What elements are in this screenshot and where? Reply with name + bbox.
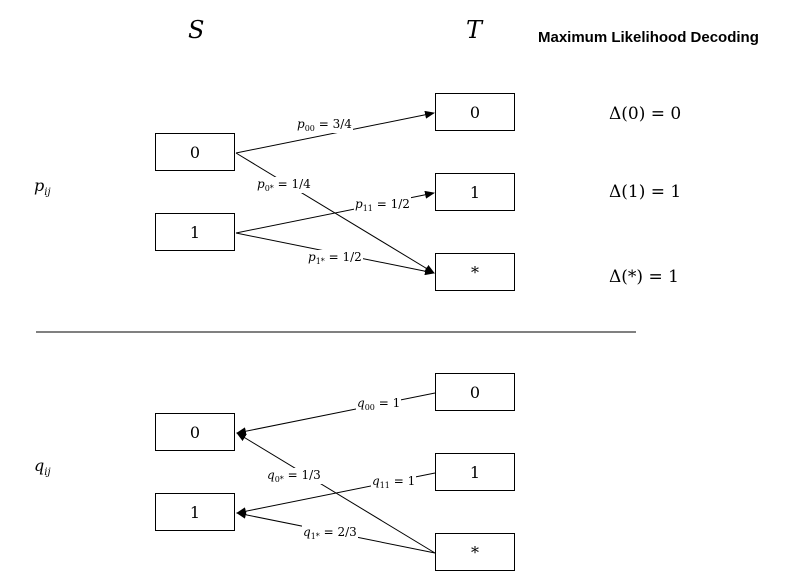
source-header: S	[188, 16, 205, 44]
edge-label-p00-val: = 3/4	[318, 117, 352, 131]
edge-label-p11-val: = 1/2	[376, 197, 410, 211]
edge-label-p11-sub: 11	[362, 204, 373, 213]
top-source-node-1: 1	[155, 213, 235, 251]
edge-label-q11: q11 = 1	[371, 474, 417, 490]
edge-label-q00-val: = 1	[378, 396, 401, 410]
bottom-target-node-0: 0	[435, 373, 515, 411]
edge-label-q00-sym: q	[357, 396, 365, 410]
decision-star: Δ(*) = 1	[609, 267, 679, 287]
edge-label-p1star-sub: 1*	[315, 257, 325, 266]
edge-label-p00-sub: 00	[304, 124, 315, 133]
edge-label-q0star-sym: q	[267, 468, 275, 482]
edge-label-q0star-val: = 1/3	[287, 468, 321, 482]
edge-label-q11-sub: 11	[379, 481, 390, 490]
bottom-source-node-0: 0	[155, 413, 235, 451]
bottom-target-node-1: 1	[435, 453, 515, 491]
edge-label-p11-sym: p	[355, 197, 363, 211]
decision-1: Δ(1) = 1	[609, 182, 682, 202]
edge-label-p00-sym: p	[297, 117, 305, 131]
edge-label-q0star: q0* = 1/3	[266, 468, 322, 484]
edge-label-q1star-val: = 2/3	[323, 525, 357, 539]
edge-label-p0star-sub: 0*	[264, 184, 274, 193]
edge-label-p0star-val: = 1/4	[277, 177, 311, 191]
target-header: T	[466, 16, 483, 44]
edge-label-p00: p00 = 3/4	[296, 117, 353, 133]
edge-label-p1star-sym: p	[308, 250, 316, 264]
decision-0: Δ(0) = 0	[609, 104, 682, 124]
diagram-title: Maximum Likelihood Decoding	[538, 29, 759, 46]
bottom-var-base: q	[34, 456, 45, 475]
edge-label-q0star-sub: 0*	[274, 475, 284, 484]
top-variable-label: pij	[34, 176, 51, 198]
bottom-var-sub: ij	[44, 467, 51, 478]
edge-label-q11-sym: q	[372, 474, 380, 488]
edge-label-q1star-sym: q	[303, 525, 311, 539]
top-source-node-0: 0	[155, 133, 235, 171]
edge-q00	[236, 392, 436, 436]
top-var-base: p	[34, 176, 45, 195]
bottom-target-node-star: *	[435, 533, 515, 571]
edge-p00	[235, 110, 435, 154]
bottom-source-node-1: 1	[155, 493, 235, 531]
edge-label-p11: p11 = 1/2	[354, 197, 411, 213]
edge-label-p1star-val: = 1/2	[328, 250, 362, 264]
edge-label-q00-sub: 00	[364, 403, 375, 412]
top-target-node-1: 1	[435, 173, 515, 211]
edge-label-q1star: q1* = 2/3	[302, 525, 358, 541]
edge-label-p0star: p0* = 1/4	[256, 177, 312, 193]
edge-label-p1star: p1* = 1/2	[307, 250, 363, 266]
edge-label-q11-val: = 1	[393, 474, 416, 488]
top-var-sub: ij	[44, 187, 51, 198]
edge-label-q00: q00 = 1	[356, 396, 402, 412]
top-target-node-star: *	[435, 253, 515, 291]
edge-label-q1star-sub: 1*	[310, 532, 320, 541]
bottom-variable-label: qij	[34, 456, 51, 478]
top-target-node-0: 0	[435, 93, 515, 131]
edge-label-p0star-sym: p	[257, 177, 265, 191]
